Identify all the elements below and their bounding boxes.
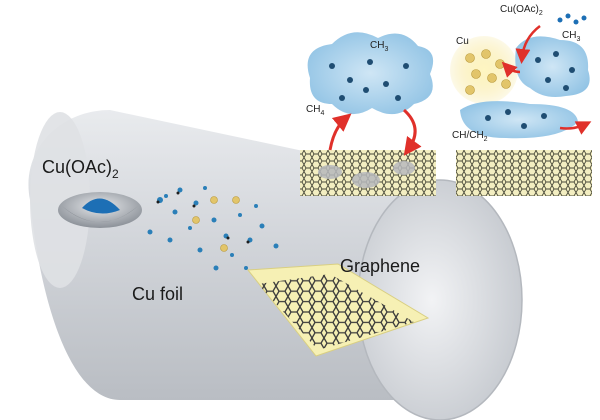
methyl-cloud xyxy=(307,32,434,115)
inset-right-mechanism: Cu CH3 Cu(OAc)2 CH/CH2 xyxy=(450,4,592,196)
graphene-label: Graphene xyxy=(340,256,420,276)
inset-ch3-left: CH3 xyxy=(370,40,388,53)
precursor-boat xyxy=(58,192,142,228)
inset-chch2-label: CH/CH2 xyxy=(452,130,488,143)
precursor-label: Cu(OAc)2 xyxy=(42,157,119,181)
inset-cu-label: Cu xyxy=(456,36,469,47)
cu-foil-label: Cu foil xyxy=(132,284,183,304)
precursor-powder xyxy=(82,198,120,214)
inset-precursor-label: Cu(OAc)2 xyxy=(500,4,543,17)
graphene-lattice xyxy=(258,274,414,350)
deposit-arrow xyxy=(402,108,422,156)
inset-left-mechanism: CH3 CH4 xyxy=(300,32,436,196)
precursor-molecule-inset xyxy=(557,13,587,25)
cu-atoms-inset xyxy=(465,49,511,95)
cu-foil-substrate xyxy=(247,263,430,357)
inset-ch3-right: CH3 xyxy=(562,30,580,43)
inset-ch4: CH4 xyxy=(306,104,324,117)
adsorb-arrow xyxy=(328,113,352,151)
